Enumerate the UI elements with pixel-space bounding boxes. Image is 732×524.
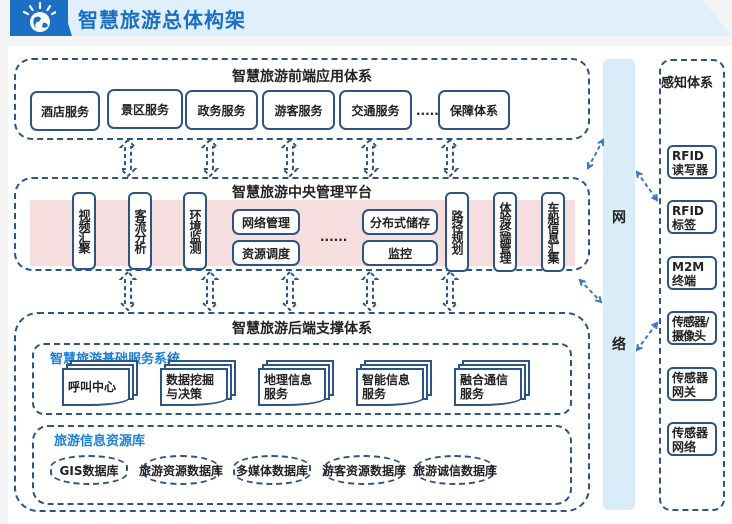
middle-vertical-item: 路径规划 bbox=[445, 192, 469, 272]
basic-services-group bbox=[32, 343, 572, 415]
double-arrow-icon bbox=[200, 270, 220, 312]
middle-grid-item: 监控 bbox=[362, 240, 438, 266]
arrow-head-icon bbox=[651, 193, 659, 202]
front-item: 景区服务 bbox=[107, 89, 183, 129]
arrow-head-icon bbox=[586, 161, 594, 170]
perception-title: 感知体系 bbox=[661, 76, 714, 91]
back-layer-title: 智慧旅游后端支撑体系 bbox=[232, 321, 372, 337]
double-arrow-icon bbox=[118, 270, 138, 312]
basic-service-item: 智能信息服务 bbox=[356, 368, 424, 406]
network-label-top: 网 bbox=[612, 210, 626, 226]
middle-layer bbox=[14, 177, 590, 271]
middle-grid-item: 网络管理 bbox=[232, 209, 300, 235]
middle-ellipsis: ...... bbox=[320, 230, 348, 244]
basic-service-item: 呼叫中心 bbox=[62, 368, 130, 406]
arrow-head-icon bbox=[578, 278, 587, 287]
network-label-bottom: 络 bbox=[612, 337, 626, 353]
middle-band bbox=[30, 200, 575, 266]
front-layer bbox=[14, 58, 590, 140]
diagonal-arrow-icon bbox=[579, 279, 602, 303]
database-item: 多媒体数据库 bbox=[233, 455, 311, 485]
diagonal-arrow-icon bbox=[636, 171, 658, 201]
front-item: 交通服务 bbox=[339, 90, 412, 130]
perception-item: 传感器网关 bbox=[667, 367, 717, 401]
database-item: 游客资源数据库 bbox=[322, 455, 406, 485]
double-arrow-icon bbox=[360, 138, 380, 178]
double-arrow-icon bbox=[280, 138, 300, 178]
perception-item: RFID标签 bbox=[667, 200, 717, 234]
database-item: 旅游诚信数据库 bbox=[413, 455, 497, 485]
middle-grid-item: 资源调度 bbox=[232, 240, 300, 266]
database-item: GIS数据库 bbox=[50, 455, 128, 485]
middle-grid-item: 分布式储存 bbox=[362, 209, 438, 235]
back-layer bbox=[14, 312, 590, 512]
double-arrow-icon bbox=[200, 138, 220, 178]
front-layer-title: 智慧旅游前端应用体系 bbox=[232, 69, 372, 85]
double-arrow-icon bbox=[118, 138, 138, 178]
double-arrow-icon bbox=[440, 270, 460, 312]
resource-db-group bbox=[32, 425, 572, 505]
basic-service-item: 融合通信服务 bbox=[454, 368, 522, 406]
database-item: 旅游资源数据库 bbox=[139, 455, 223, 485]
globe-icon bbox=[22, 1, 58, 32]
front-ellipsis: ...... bbox=[416, 104, 444, 118]
front-item: 政务服务 bbox=[185, 90, 258, 130]
perception-item: RFID读写器 bbox=[667, 145, 717, 179]
front-item: 保障体系 bbox=[438, 90, 510, 130]
front-item: 游客服务 bbox=[262, 90, 335, 130]
basic-service-item: 数据挖掘与决策 bbox=[160, 368, 228, 406]
page-title: 智慧旅游总体构架 bbox=[78, 8, 246, 32]
middle-layer-title: 智慧旅游中央管理平台 bbox=[232, 185, 372, 201]
resource-db-title: 旅游信息资源库 bbox=[54, 434, 146, 449]
middle-vertical-item: 视频汇聚 bbox=[72, 192, 96, 270]
arrow-head-icon bbox=[594, 295, 603, 304]
diagonal-arrow-icon bbox=[587, 139, 604, 169]
middle-vertical-item: 车船信息汇集 bbox=[541, 192, 565, 272]
front-item: 酒店服务 bbox=[30, 91, 100, 131]
double-arrow-icon bbox=[440, 138, 460, 178]
arrow-head-icon bbox=[651, 321, 659, 330]
arrow-head-icon bbox=[597, 138, 605, 147]
diagonal-arrow-icon bbox=[636, 322, 658, 351]
arrow-head-icon bbox=[635, 170, 643, 179]
double-arrow-icon bbox=[280, 270, 300, 312]
perception-item: M2M终端 bbox=[667, 256, 717, 290]
network-column bbox=[603, 59, 635, 510]
perception-item: 传感器网络 bbox=[667, 422, 717, 456]
perception-layer bbox=[659, 59, 725, 511]
middle-vertical-item: 体验终端管理 bbox=[493, 192, 517, 272]
middle-vertical-item: 环境监测 bbox=[183, 192, 207, 270]
basic-service-item: 地理信息服务 bbox=[258, 368, 326, 406]
perception-item: 传感器/摄像头 bbox=[667, 311, 717, 345]
arrow-head-icon bbox=[635, 343, 643, 352]
header-bar bbox=[10, 0, 732, 36]
middle-vertical-item: 客流分析 bbox=[128, 192, 152, 270]
double-arrow-icon bbox=[360, 270, 380, 312]
